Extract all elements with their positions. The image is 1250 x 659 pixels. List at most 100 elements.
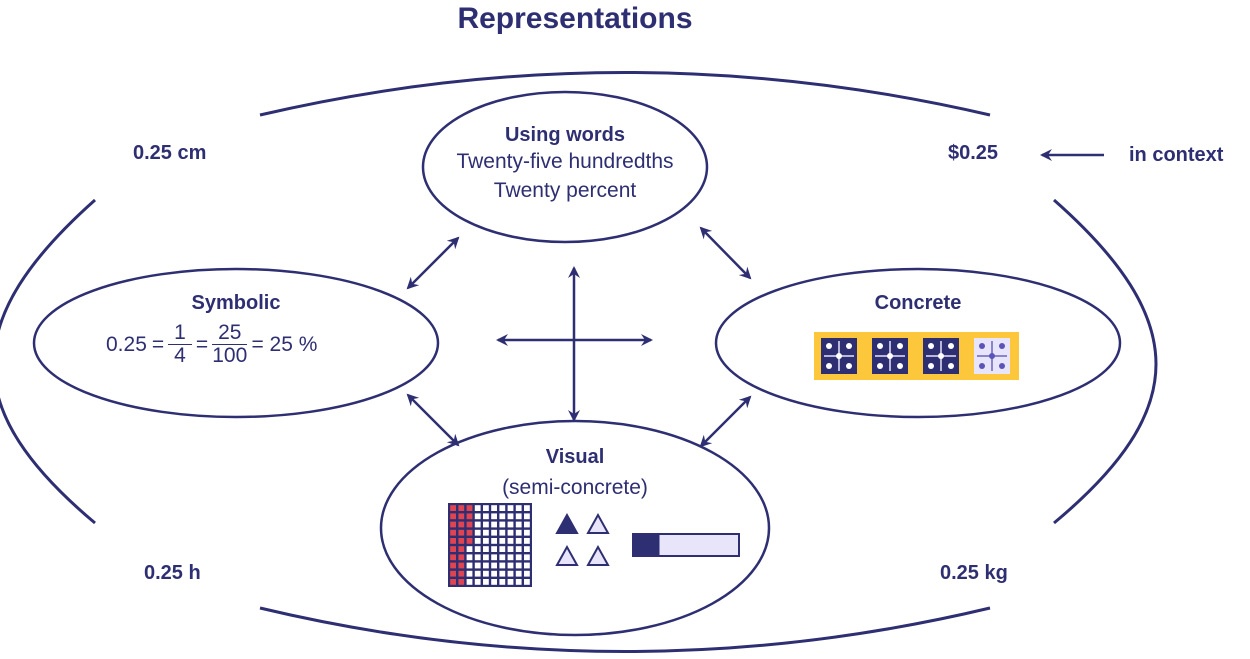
grid-cell — [515, 579, 522, 585]
arrow-words-symbolic — [406, 236, 460, 290]
grid-cell — [491, 570, 497, 577]
grid-cell — [524, 538, 530, 544]
symbolic-equation: 0.25 = 1 4 = 25 100 = 25 % — [106, 322, 317, 367]
symbolic-eq-2: = — [195, 332, 209, 356]
outer-context-ellipse — [0, 71, 1158, 653]
bar-fill — [633, 534, 660, 556]
grid-cell — [483, 529, 489, 536]
context-bottom-left: 0.25 h — [144, 562, 201, 584]
context-bottom-right: 0.25 kg — [940, 562, 1008, 584]
grid-cell — [524, 513, 530, 520]
grid-cell — [474, 579, 481, 585]
visual-heading: Visual — [545, 446, 605, 468]
words-block: Using words Twenty-five hundredths Twent… — [423, 124, 707, 205]
grid-cell — [515, 505, 522, 511]
symbolic-percent: = 25 % — [251, 332, 318, 356]
grid-cell — [524, 570, 530, 577]
grid-cell — [483, 562, 489, 569]
words-line-2: Twenty percent — [493, 179, 637, 202]
outer-arc-bottom — [259, 606, 991, 653]
grid-cell-shaded — [466, 521, 473, 528]
grid-cell — [491, 546, 497, 552]
context-top-left: 0.25 cm — [133, 142, 207, 164]
grid-cell — [515, 538, 522, 544]
grid-cell — [491, 513, 497, 520]
grid-cell — [491, 529, 497, 536]
grid-cell-shaded — [450, 554, 456, 561]
concrete-heading: Concrete — [874, 292, 962, 314]
grid-cell — [515, 529, 522, 536]
grid-cell — [524, 505, 530, 511]
grid-cell — [515, 554, 522, 561]
grid-cell — [491, 538, 497, 544]
grid-cell — [491, 554, 497, 561]
grid-cell — [524, 562, 530, 569]
grid-cell — [499, 562, 506, 569]
grid-cell-shaded — [458, 570, 465, 577]
outer-arc-top — [259, 71, 991, 117]
grid-cell — [491, 579, 497, 585]
triangle-set — [555, 512, 610, 566]
grid-cell — [483, 579, 489, 585]
grid-cell — [483, 538, 489, 544]
grid-cell — [474, 546, 481, 552]
triangle-empty — [586, 512, 610, 534]
grid-cell — [466, 570, 473, 577]
words-heading: Using words — [504, 124, 625, 146]
grid-cell — [474, 562, 481, 569]
grid-cell-shaded — [450, 538, 456, 544]
triangle-empty — [555, 544, 579, 566]
arrow-concrete-visual — [699, 395, 752, 448]
visual-subheading: (semi-concrete) — [502, 476, 648, 499]
context-top-right: $0.25 — [948, 142, 999, 164]
grid-cell — [507, 521, 514, 528]
words-ellipse — [421, 90, 709, 244]
grid-cell — [474, 538, 481, 544]
grid-cell — [474, 513, 481, 520]
grid-cell — [507, 529, 514, 536]
grid-cell — [524, 529, 530, 536]
grid-cell-shaded — [450, 579, 456, 585]
grid-cell-shaded — [458, 546, 465, 552]
arrow-words-concrete — [699, 226, 752, 280]
grid-cell — [483, 546, 489, 552]
fraction-25-hundredths: 25 100 — [212, 322, 248, 367]
concrete-tiles — [814, 332, 1019, 380]
fraction-bar — [632, 533, 740, 557]
grid-cell — [491, 505, 497, 511]
fraction-denominator: 100 — [212, 344, 248, 367]
outer-arc-right — [1053, 198, 1158, 525]
triangle-filled — [555, 512, 579, 534]
concrete-ellipse — [714, 267, 1122, 419]
arrow-symbolic-visual — [406, 393, 460, 447]
grid-cell-shaded — [450, 513, 456, 520]
grid-cell — [499, 505, 506, 511]
grid-cell — [466, 579, 473, 585]
grid-cell — [524, 554, 530, 561]
grid-cell — [474, 554, 481, 561]
context-label: in context — [1129, 144, 1224, 166]
grid-cell-shaded — [458, 529, 465, 536]
fraction-numerator: 1 — [168, 322, 192, 345]
triangle-empty — [586, 544, 610, 566]
grid-cell-shaded — [450, 562, 456, 569]
grid-cell — [483, 554, 489, 561]
symbolic-heading: Symbolic — [191, 292, 281, 314]
grid-cell — [483, 570, 489, 577]
grid-cell-shaded — [466, 505, 473, 511]
hundred-grid — [448, 503, 532, 587]
grid-cell — [483, 513, 489, 520]
grid-cell-shaded — [466, 529, 473, 536]
grid-cell — [515, 562, 522, 569]
fraction-one-quarter: 1 4 — [168, 322, 192, 367]
symbolic-decimal: 0.25 — [106, 332, 147, 356]
tile-filled — [872, 338, 908, 374]
grid-cell — [474, 505, 481, 511]
grid-cell — [499, 521, 506, 528]
grid-cell — [499, 570, 506, 577]
grid-cell — [515, 570, 522, 577]
grid-cell — [483, 505, 489, 511]
fraction-denominator: 4 — [174, 344, 186, 367]
grid-cell — [491, 562, 497, 569]
symbolic-ellipse — [32, 267, 440, 419]
